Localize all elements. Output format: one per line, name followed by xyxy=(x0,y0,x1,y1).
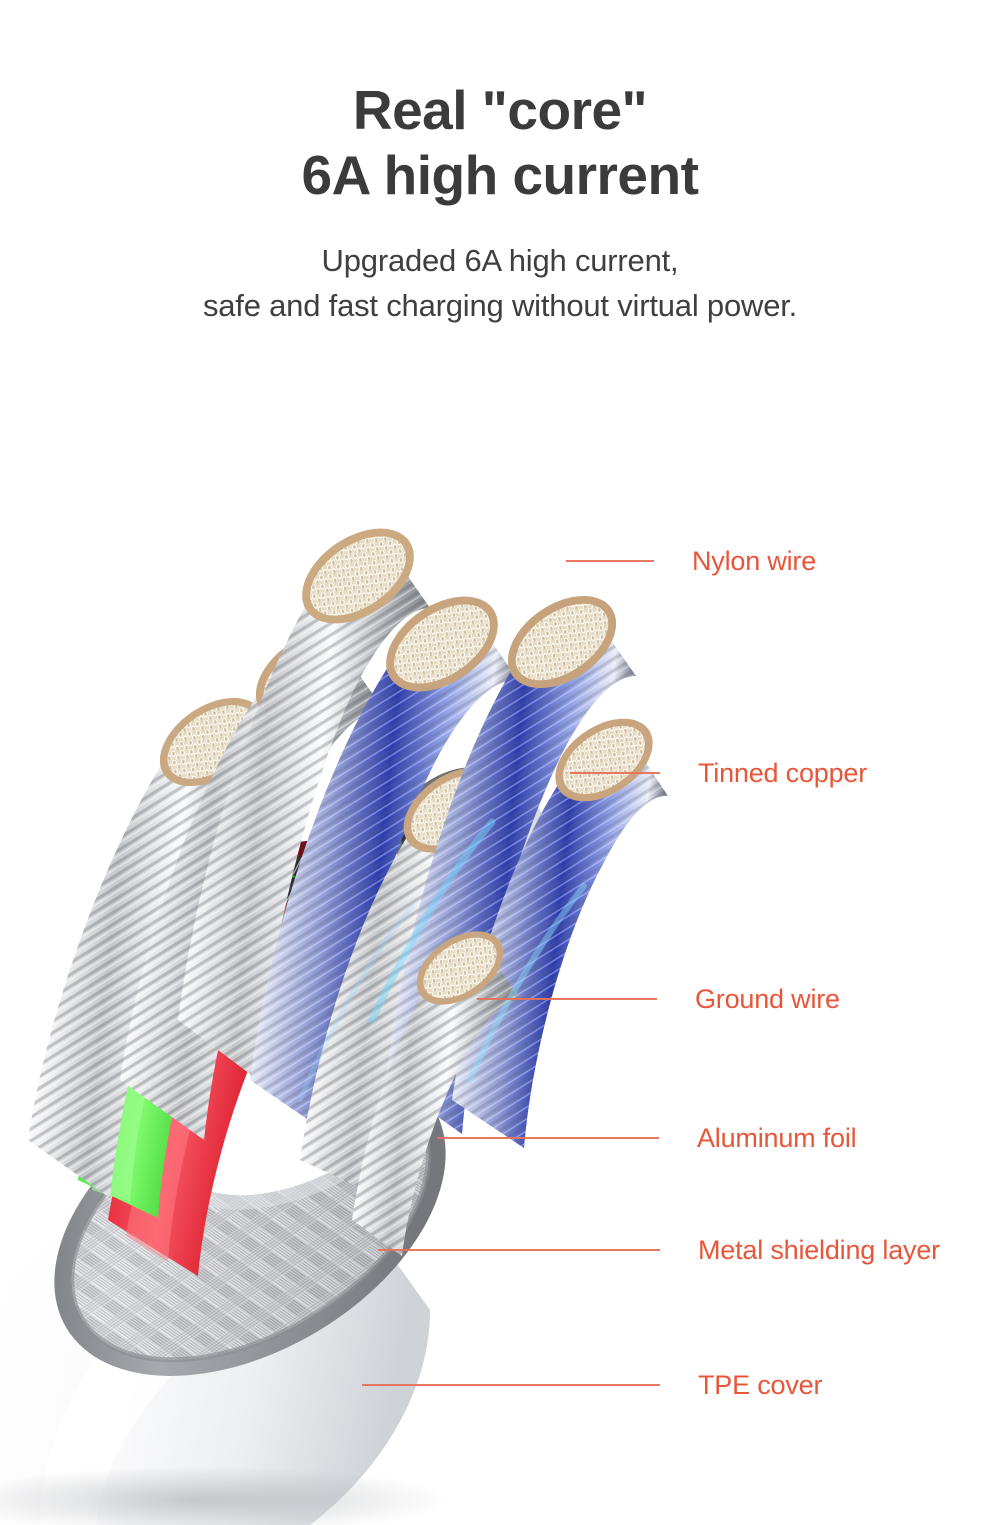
subtitle-line-2: safe and fast charging without virtual p… xyxy=(202,288,798,324)
tinned-copper-bundles xyxy=(28,528,668,1256)
title-line-2: 6A high current xyxy=(301,143,699,206)
leader-line-tinned-copper xyxy=(570,772,660,774)
subtitle-line-1: Upgraded 6A high current, xyxy=(321,242,679,278)
cable-cutaway-illustration xyxy=(0,528,668,1525)
page-title: Real "core" 6A high current xyxy=(0,0,1000,208)
nylon-cut-end xyxy=(423,937,497,999)
callout-metal-shielding-layer: Metal shielding layer xyxy=(378,1230,940,1270)
callout-label-ground-wire: Ground wire xyxy=(695,983,840,1014)
nylon-cut-end xyxy=(562,725,646,795)
nylon-cut-end xyxy=(515,603,609,681)
header: Real "core" 6A high current Upgraded 6A … xyxy=(0,0,1000,328)
leader-line-aluminum-foil xyxy=(437,1137,659,1139)
callout-label-metal-shielding-layer: Metal shielding layer xyxy=(698,1234,940,1265)
callout-label-nylon-wire: Nylon wire xyxy=(692,545,817,576)
illustration-stage xyxy=(0,380,1000,1525)
callout-nylon-wire: Nylon wire xyxy=(566,541,816,581)
callout-label-tinned-copper: Tinned copper xyxy=(698,757,868,788)
callout-ground-wire: Ground wire xyxy=(477,979,840,1019)
leader-line-nylon-wire xyxy=(566,560,654,562)
callout-label-aluminum-foil: Aluminum foil xyxy=(697,1122,857,1153)
callout-tinned-copper: Tinned copper xyxy=(570,753,867,793)
leader-line-tpe-cover xyxy=(362,1384,660,1386)
page-subtitle: Upgraded 6A high current, safe and fast … xyxy=(0,238,1000,329)
cable-shadow xyxy=(0,1466,450,1525)
callout-aluminum-foil: Aluminum foil xyxy=(437,1118,857,1158)
title-line-1: Real "core" xyxy=(352,79,648,141)
leader-line-ground-wire xyxy=(477,998,657,1000)
leader-line-metal-shielding-layer xyxy=(378,1249,660,1251)
nylon-cut-end xyxy=(393,604,491,684)
callout-label-tpe-cover: TPE cover xyxy=(698,1369,823,1400)
callout-tpe-cover: TPE cover xyxy=(362,1365,822,1405)
copper-blue-glints xyxy=(297,818,587,1103)
nylon-cut-end xyxy=(309,536,407,616)
